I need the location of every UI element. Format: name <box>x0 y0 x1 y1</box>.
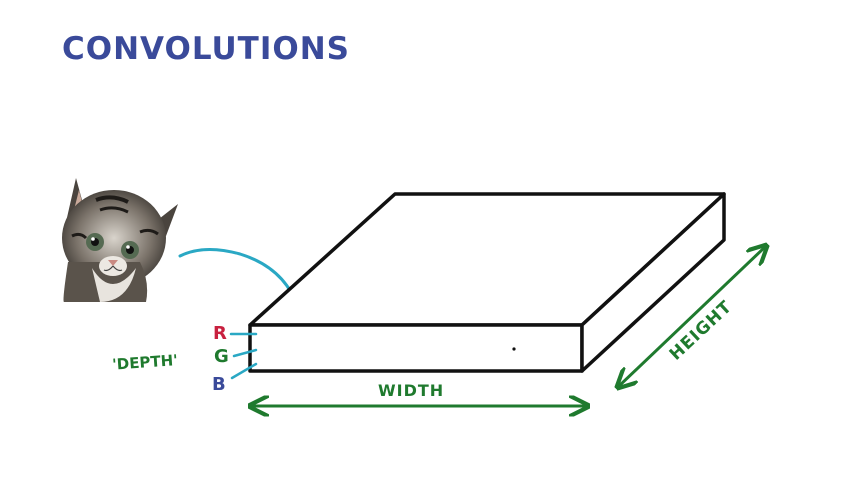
page-title: CONVOLUTIONS <box>62 31 350 67</box>
kitten-photo <box>62 178 178 302</box>
channel-labels: R G B <box>212 323 258 395</box>
channel-g-line <box>232 348 258 358</box>
volume-box <box>248 192 726 373</box>
dot-mark <box>512 347 516 351</box>
depth-label: 'DEPTH' <box>112 351 179 374</box>
channel-b-line <box>230 362 258 380</box>
channel-b-label: B <box>212 374 226 395</box>
width-label: WIDTH <box>378 381 444 400</box>
height-arrow <box>619 247 765 386</box>
channel-g-label: G <box>214 346 229 367</box>
channel-r-label: R <box>213 323 227 344</box>
